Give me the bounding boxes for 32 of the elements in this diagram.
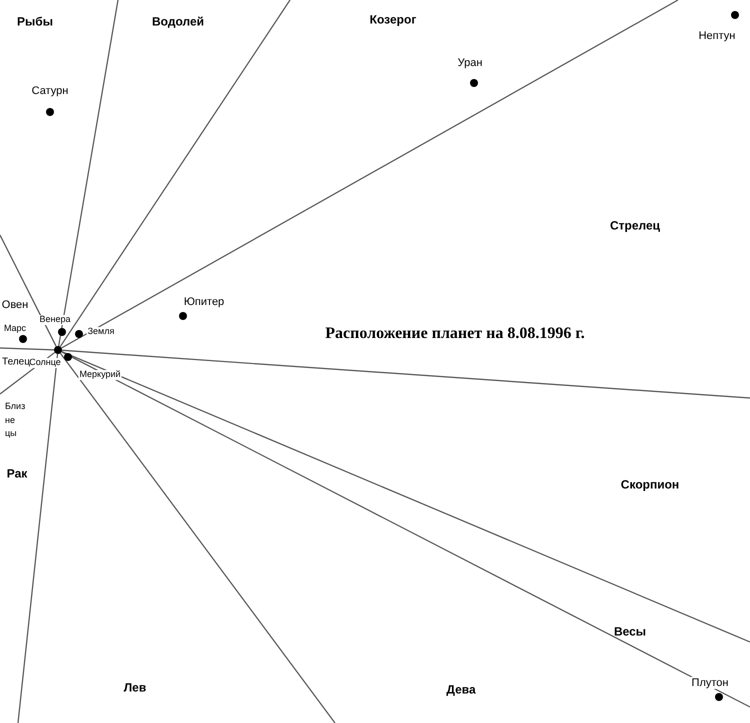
sector-line (0, 234, 57, 347)
zodiac-sign-label: Водолей (152, 15, 204, 29)
planet-label: Сатурн (30, 84, 70, 98)
zodiac-sign-label: Рыбы (17, 15, 53, 29)
zodiac-sign-label: Весы (614, 625, 646, 639)
planet-label: Марс (2, 324, 28, 334)
sector-line (61, 351, 750, 708)
sector-line (0, 347, 54, 350)
planet-label: Земля (86, 327, 116, 337)
planet-label: Солнце (28, 358, 62, 368)
zodiac-sign-label: Скорпион (620, 478, 680, 492)
zodiac-sign-label: Телец (2, 356, 30, 368)
planet-label: Венера (38, 315, 72, 325)
planet-label: Нептун (698, 30, 736, 42)
sector-line (58, 0, 119, 346)
sector-line (60, 352, 336, 723)
planet-label: Плутон (690, 676, 730, 690)
zodiac-sign-label: Дева (446, 683, 476, 697)
sector-line (17, 354, 58, 723)
chart-title: Расположение планет на 8.08.1996 г. (325, 325, 585, 343)
sector-line (61, 0, 678, 349)
zodiac-sign-label: Рак (6, 467, 28, 481)
planet-label: Уран (456, 56, 484, 70)
zodiac-sign-label: Стрелец (610, 219, 660, 233)
planet-label: Меркурий (78, 370, 122, 380)
sector-line (61, 351, 750, 643)
zodiac-sign-label: Козерог (370, 13, 416, 27)
zodiac-sign-label: Овен (2, 298, 28, 312)
zodiac-sign-label: Лев (124, 681, 146, 695)
sector-line (62, 350, 750, 399)
planet-label: Юпитер (182, 296, 226, 308)
sector-line (60, 0, 290, 347)
